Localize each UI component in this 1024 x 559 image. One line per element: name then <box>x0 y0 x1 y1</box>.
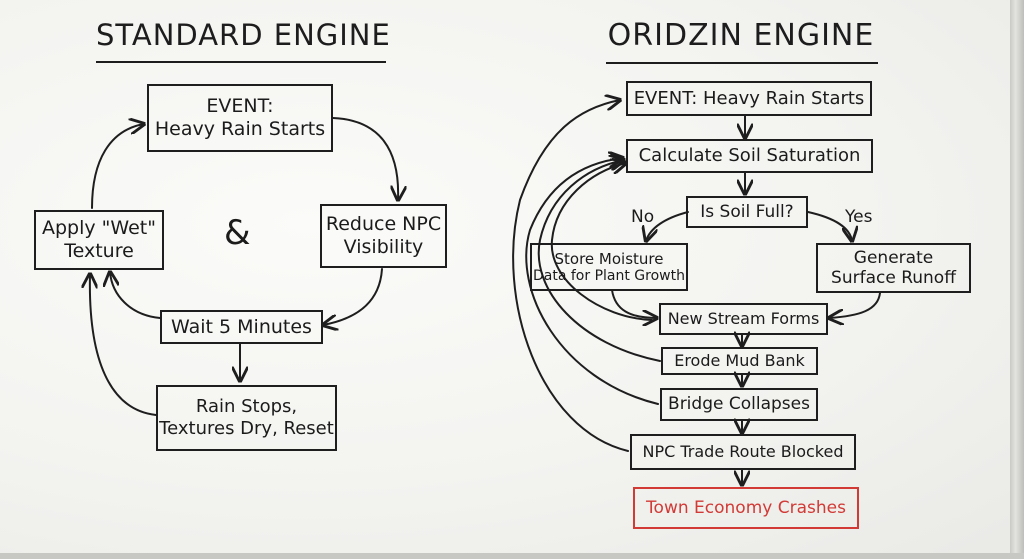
ori-store-line1: Store Moisture <box>554 249 664 268</box>
arrow-erode-to-soil <box>537 160 661 362</box>
arrow-stream-to-soil <box>550 163 653 321</box>
std-reduce-line2: Visibility <box>343 236 424 258</box>
std-wait-label: Wait 5 Minutes <box>171 315 312 338</box>
ori-event-node: EVENT: Heavy Rain Starts <box>626 81 872 116</box>
arrow-decision-to-store <box>646 211 689 241</box>
std-apply-line2: Texture <box>64 240 134 262</box>
arrow-reduce-to-wait <box>323 268 383 325</box>
arrow-apply-to-event <box>91 124 144 209</box>
ori-trade-route-node: NPC Trade Route Blocked <box>630 434 856 470</box>
ori-event-label: EVENT: Heavy Rain Starts <box>633 87 865 109</box>
standard-engine-title-underline <box>96 61 386 63</box>
oridzin-engine-title: ORIDZIN ENGINE <box>607 18 875 53</box>
ori-runoff-line2: Surface Runoff <box>831 268 956 288</box>
oridzin-engine-title-underline <box>606 62 878 64</box>
ori-store-moisture-node: Store Moisture Data for Plant Growth <box>530 243 688 291</box>
ori-trade-label: NPC Trade Route Blocked <box>642 442 844 462</box>
arrow-rain-to-apply <box>90 274 157 416</box>
ori-economy-label: Town Economy Crashes <box>646 497 846 518</box>
std-rain-stops-node: Rain Stops, Textures Dry, Reset <box>156 385 337 451</box>
ori-soil-label: Calculate Soil Saturation <box>638 145 861 167</box>
arrow-store-to-stream <box>611 289 657 318</box>
std-rain-line1: Rain Stops, <box>195 396 298 418</box>
ori-new-stream-node: New Stream Forms <box>659 303 828 335</box>
std-reduce-line1: Reduce NPC <box>325 213 442 236</box>
ori-store-line2: Data for Plant Growth <box>533 267 685 284</box>
arrow-event-to-reduce <box>332 117 398 200</box>
arrow-decision-to-runoff <box>807 211 852 241</box>
std-event-line1: EVENT: <box>206 95 274 118</box>
ori-surface-runoff-node: Generate Surface Runoff <box>816 243 971 293</box>
branch-no-label: No <box>631 207 655 227</box>
ori-economy-crash-node: Town Economy Crashes <box>633 487 859 529</box>
std-rain-line2: Textures Dry, Reset <box>159 418 334 439</box>
std-event-line2: Heavy Rain Starts <box>154 118 326 140</box>
std-apply-wet-node: Apply "Wet" Texture <box>34 210 164 270</box>
ori-runoff-line1: Generate <box>853 247 934 268</box>
ori-decision-label: Is Soil Full? <box>700 201 794 222</box>
ori-erode-label: Erode Mud Bank <box>674 351 805 371</box>
arrow-runoff-to-stream <box>829 292 881 318</box>
std-wait-node: Wait 5 Minutes <box>160 310 323 344</box>
arrow-bridge-to-soil <box>525 158 659 405</box>
ori-stream-label: New Stream Forms <box>667 309 820 329</box>
standard-engine-title: STANDARD ENGINE <box>96 18 391 52</box>
arrow-wait-to-apply <box>110 272 161 319</box>
whiteboard-frame-bottom <box>0 553 1024 559</box>
std-apply-line1: Apply "Wet" <box>42 217 156 240</box>
ampersand: & <box>224 213 251 253</box>
std-reduce-visibility-node: Reduce NPC Visibility <box>320 204 447 268</box>
branch-yes-label: Yes <box>845 207 873 227</box>
arrow-trade-to-event <box>512 100 629 452</box>
ori-erode-mud-node: Erode Mud Bank <box>661 347 818 375</box>
ori-bridge-collapses-node: Bridge Collapses <box>660 388 818 421</box>
whiteboard-frame-right <box>1010 0 1024 559</box>
ori-decision-node: Is Soil Full? <box>686 196 808 228</box>
ori-bridge-label: Bridge Collapses <box>668 394 810 415</box>
std-event-node: EVENT: Heavy Rain Starts <box>147 84 333 152</box>
ori-soil-saturation-node: Calculate Soil Saturation <box>626 139 873 173</box>
